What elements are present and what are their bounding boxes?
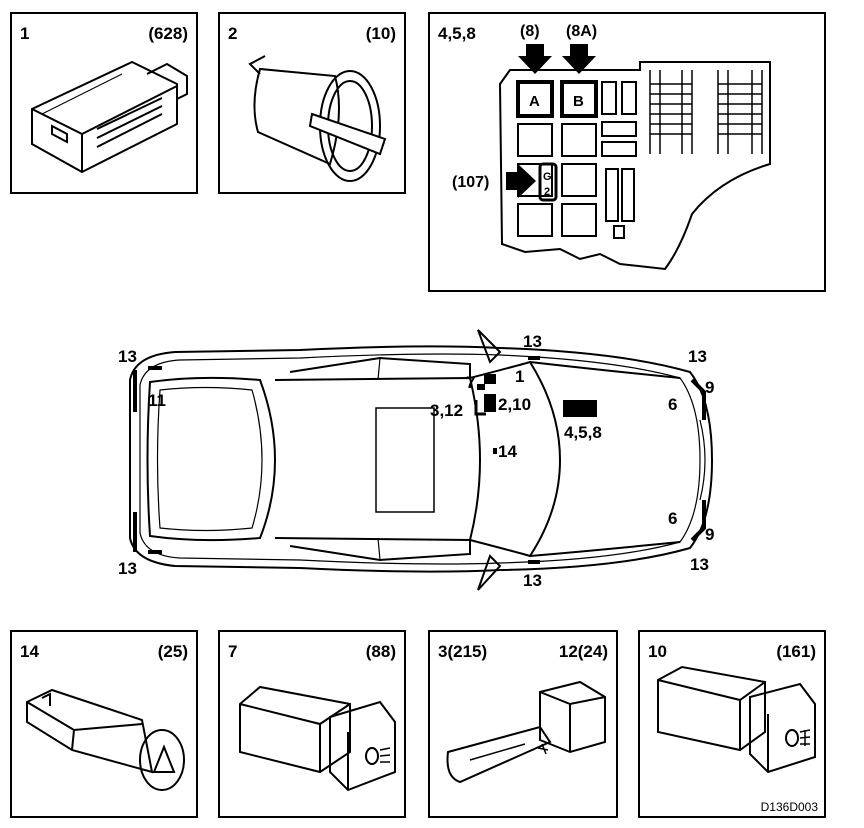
label-6: 6 <box>668 395 677 414</box>
panel-number: 1 <box>20 24 30 43</box>
label-13: 13 <box>690 555 709 574</box>
label-7: 7 <box>466 373 475 392</box>
label-9: 9 <box>705 378 714 397</box>
panel-10-rear-fog-switch: 10 (161) D136D003 <box>638 630 826 818</box>
panel-number: 14 <box>20 642 39 661</box>
arrow-a-label: (8) <box>520 23 540 40</box>
label-6: 6 <box>668 509 677 528</box>
panel-number: 10 <box>648 642 667 661</box>
label-1: 1 <box>515 367 524 386</box>
panel-2-light-switch: 2 (10) <box>218 12 406 194</box>
label-14: 14 <box>498 442 517 461</box>
panel-code: (25) <box>157 642 188 661</box>
rear-fog-switch-illustration <box>657 665 816 774</box>
switch-312-marker <box>474 400 486 416</box>
panel-3-12-stalk-switch: 3(215) 12(24) <box>428 630 618 818</box>
arrow-b-label: (8A) <box>566 23 597 40</box>
slot-g-label: G <box>543 171 552 183</box>
light-switch-illustration <box>248 55 387 182</box>
panel-1-control-unit: 1 (628) <box>10 12 198 194</box>
figure-code: D136D003 <box>760 800 818 814</box>
panel-number: 3(215) <box>438 642 488 661</box>
label-2-10: 2,10 <box>498 395 531 414</box>
panel-number: 2 <box>228 24 238 43</box>
label-3-12: 3,12 <box>430 401 463 420</box>
arrow-g-label: (107) <box>452 174 489 191</box>
switch-7-marker <box>477 384 485 390</box>
panel-fusebox: 4,5,8 <box>428 12 826 292</box>
switch-1-marker <box>484 374 496 384</box>
hazard-switch-illustration <box>26 688 185 791</box>
panel-code: (88) <box>365 642 396 661</box>
label-13: 13 <box>118 559 137 578</box>
panel-number: 7 <box>228 642 238 661</box>
label-4-5-8: 4,5,8 <box>564 423 602 442</box>
label-11: 11 <box>148 391 166 410</box>
label-13: 13 <box>688 347 707 366</box>
switch-210-marker <box>484 394 496 412</box>
slot-b-label: B <box>573 93 584 110</box>
fusebox-location-marker <box>563 400 597 417</box>
panel-7-fog-switch: 7 (88) <box>218 630 406 818</box>
slot-g2-label: 2 <box>544 186 550 198</box>
panel-code: (10) <box>365 24 396 43</box>
slot-a-label: A <box>529 93 540 110</box>
control-unit-illustration <box>31 60 188 174</box>
panel-code: (628) <box>148 24 188 43</box>
lighter-14-marker <box>493 448 497 454</box>
label-13: 13 <box>118 347 137 366</box>
panel-code: 12(24) <box>558 642 608 661</box>
stalk-switch-illustration <box>446 680 606 784</box>
label-9: 9 <box>705 525 714 544</box>
fusebox-illustration: (8) (8A) (107) A B G 2 <box>452 23 771 271</box>
fog-switch-illustration <box>239 685 396 792</box>
panel-14-hazard-switch: 14 (25) <box>10 630 198 818</box>
panel-code: (161) <box>776 642 816 661</box>
label-13: 13 <box>523 332 542 351</box>
panel-number: 4,5,8 <box>438 24 476 43</box>
label-13: 13 <box>523 571 542 590</box>
